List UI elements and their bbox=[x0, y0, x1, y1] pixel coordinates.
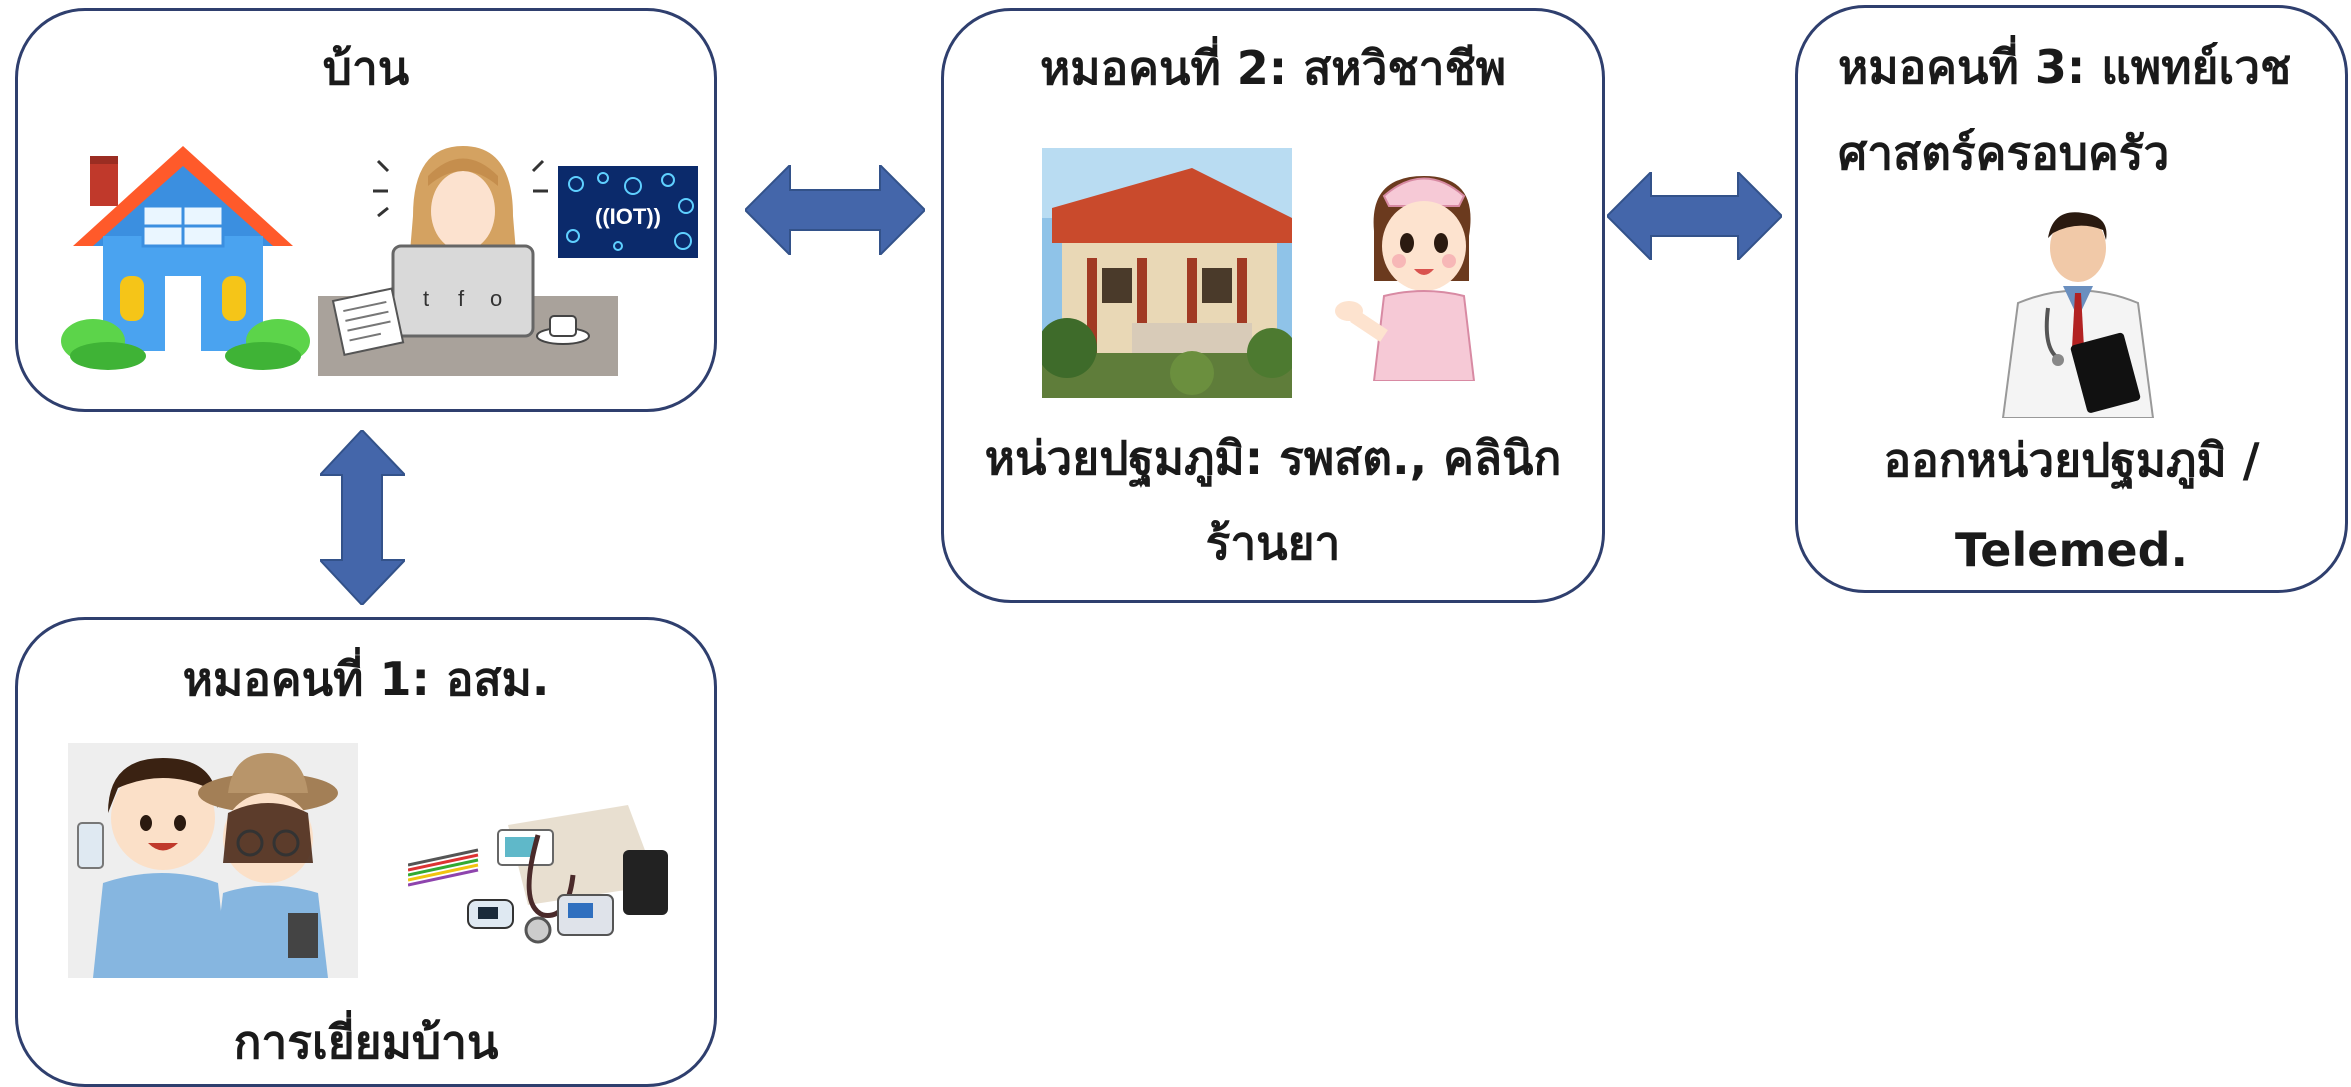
health-center-photo bbox=[1042, 148, 1292, 398]
laptop-logo-facebook: f bbox=[458, 286, 465, 311]
level3-title-line2: ศาสตร์ครอบครัว bbox=[1838, 126, 2170, 180]
level2-caption-line1: หน่วยปฐมภูมิ: รพสต., คลินิก bbox=[984, 431, 1562, 485]
laptop-logo-twitter: t bbox=[423, 286, 429, 311]
arrow-home-to-level2 bbox=[745, 165, 925, 255]
level1-title: หมอคนที่ 1: อสม. bbox=[182, 652, 550, 706]
person-with-laptop-illustration: t f o bbox=[318, 146, 618, 376]
level2-box: หมอคนที่ 2: สหวิชาชีพ หน่วยปฐมภูมิ: รพสต… bbox=[941, 8, 1605, 603]
doctor-illustration bbox=[2001, 212, 2155, 418]
level2-caption-line2: ร้านยา bbox=[1205, 516, 1341, 570]
iot-label: ((IOT)) bbox=[595, 204, 661, 229]
level1-box: หมอคนที่ 1: อสม. การเย bbox=[15, 617, 717, 1087]
medical-devices-illustration bbox=[408, 805, 668, 944]
level3-caption-line2: Telemed. bbox=[1955, 523, 2188, 577]
arrow-home-to-level1 bbox=[320, 430, 405, 605]
level3-box: หมอคนที่ 3: แพทย์เวช ศาสตร์ครอบครัว ออกห… bbox=[1795, 5, 2348, 593]
iot-image: ((IOT)) bbox=[558, 166, 698, 258]
nurse-illustration bbox=[1335, 176, 1476, 381]
home-title: บ้าน bbox=[322, 41, 410, 95]
level3-title-line1: หมอคนที่ 3: แพทย์เวช bbox=[1838, 40, 2292, 94]
arrow-level2-to-level3 bbox=[1607, 172, 1782, 260]
laptop-logo-instagram: o bbox=[490, 286, 502, 311]
level1-caption: การเยี่ยมบ้าน bbox=[233, 1015, 499, 1069]
level2-title: หมอคนที่ 2: สหวิชาชีพ bbox=[1039, 41, 1507, 95]
house-illustration bbox=[61, 146, 310, 370]
home-box: บ้าน t f o bbox=[15, 8, 717, 412]
level3-caption-line1: ออกหน่วยปฐมภูมิ / bbox=[1883, 433, 2260, 487]
health-volunteers-illustration bbox=[68, 743, 358, 978]
